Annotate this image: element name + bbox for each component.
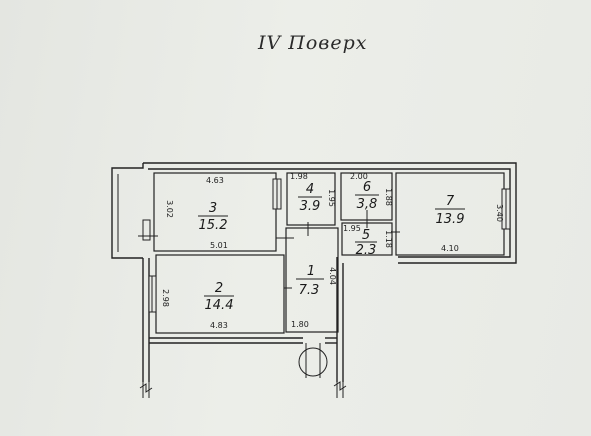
room-6-area: 3,8 [357,197,378,212]
windows [142,178,511,313]
room-4-area: 3.9 [300,199,321,214]
room-4-number: 4 [306,182,314,197]
dim-r3-top: 4.63 [206,176,224,185]
room-5-number: 5 [362,228,370,243]
dim-r3-side: 3.02 [165,200,174,218]
room-3-area: 15.2 [199,218,228,233]
room-4-outline [286,172,336,226]
door-marks [138,210,400,289]
dim-r7-side: 3.40 [495,204,504,222]
dim-r7-bottom: 4.10 [441,244,459,253]
entrance-swing [298,343,328,378]
room-3-outline [153,172,277,252]
balcony [111,168,119,258]
dim-r6-top: 2.00 [350,172,368,181]
floor-title: IV Поверх [258,32,368,54]
room-7-area: 13.9 [436,212,465,227]
room-1-number: 1 [307,264,315,279]
dim-r6-side: 1.88 [384,188,393,206]
room-2-number: 2 [215,281,223,296]
room-6-number: 6 [363,180,371,195]
room-3-number: 3 [209,201,217,216]
wall-breaks [139,381,347,398]
dim-r4-side: 1.95 [327,189,336,207]
dim-r5-top: 1.95 [343,224,361,233]
dim-r5-side: 1.18 [384,230,393,248]
dim-r1-bottom: 1.80 [291,320,309,329]
room-5-area: 2.3 [356,243,377,258]
dim-r1-side: 4.04 [328,267,337,285]
dim-r2-side: 2.98 [161,289,170,307]
room-2-area: 14.4 [205,298,234,313]
dim-r2-bottom: 4.83 [210,321,228,330]
room-1-outline [285,227,339,333]
room-1-area: 7.3 [299,283,320,298]
room-7-number: 7 [446,194,455,209]
dim-r4-top: 1.98 [290,172,308,181]
dim-r3-bottom: 5.01 [210,241,228,250]
